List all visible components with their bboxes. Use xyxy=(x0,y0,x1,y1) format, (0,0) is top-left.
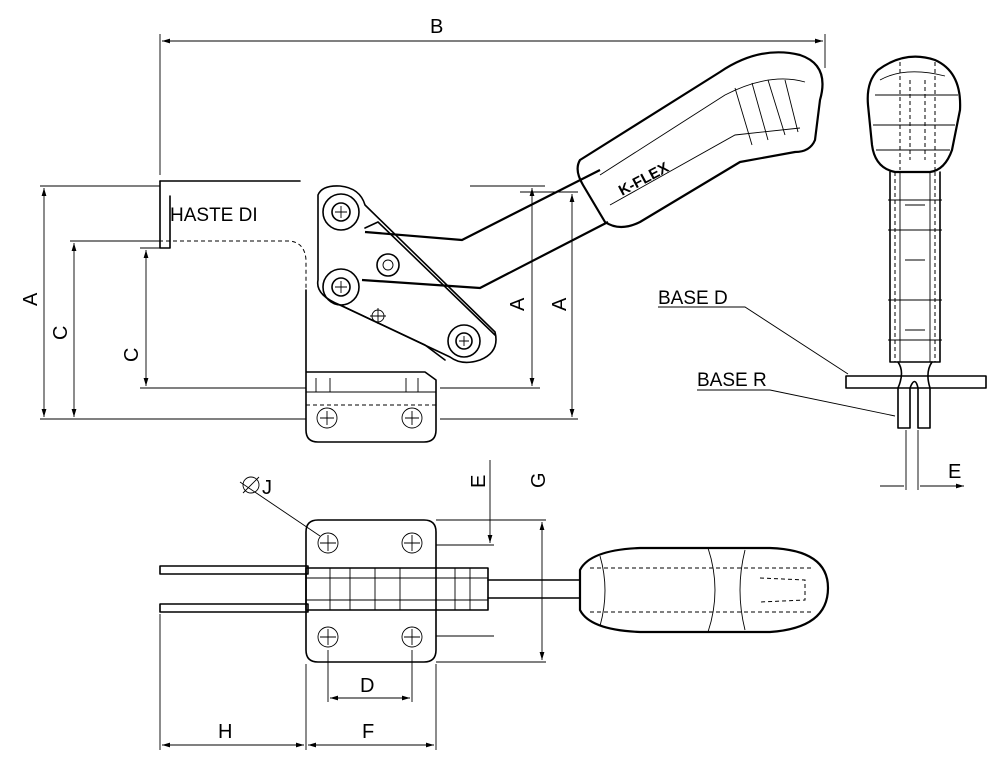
pivot-lever xyxy=(376,253,400,277)
link-plate xyxy=(316,185,497,364)
handle-logo-text: K-FLEX xyxy=(616,159,672,199)
label-g: G xyxy=(528,472,550,488)
clamp-arm-hidden-line xyxy=(75,240,307,290)
dim-hf-extension xyxy=(159,614,437,750)
label-e-side: E xyxy=(948,461,961,483)
side-body xyxy=(889,171,941,363)
lever-bottom-edge xyxy=(361,221,609,290)
top-grip-hidden xyxy=(590,567,812,613)
label-base-r: BASE R xyxy=(697,370,767,391)
top-base-plate xyxy=(305,519,437,663)
dim-b-extension xyxy=(159,34,826,175)
side-grip xyxy=(866,55,962,174)
side-base-r xyxy=(897,361,933,429)
pivot-small xyxy=(370,308,386,324)
top-lever xyxy=(487,579,581,599)
dim-d-extension xyxy=(327,650,413,702)
handle-grip: K-FLEX xyxy=(576,51,824,229)
side-grip-hidden xyxy=(899,62,936,170)
top-body-lines xyxy=(306,568,488,610)
label-a-outer: A xyxy=(20,292,42,306)
base-hole-marks xyxy=(320,411,419,425)
label-b: B xyxy=(430,16,443,38)
lever-top-edge xyxy=(364,169,601,242)
side-body-marks xyxy=(888,199,942,341)
base-hole-right xyxy=(401,407,423,429)
dim-extensions-left xyxy=(40,185,306,420)
label-f: F xyxy=(362,721,374,743)
dim-g-extension xyxy=(436,519,546,663)
base-details xyxy=(315,378,419,392)
label-c-inner: C xyxy=(121,348,143,362)
label-d: D xyxy=(360,675,374,697)
dim-e-side-extension xyxy=(905,430,919,490)
label-base-d: BASE D xyxy=(658,288,728,309)
side-grip-lines xyxy=(873,71,958,151)
side-hidden xyxy=(894,172,936,362)
leader-base-d xyxy=(658,306,849,375)
top-spindle-lower xyxy=(159,603,309,613)
spindle-end xyxy=(159,180,171,249)
leader-j xyxy=(239,481,321,537)
pivot-upper xyxy=(322,193,360,231)
base-plate-line xyxy=(305,372,436,393)
label-e-top: E xyxy=(468,475,490,488)
base-hole-left xyxy=(316,407,338,429)
base-body xyxy=(305,289,437,443)
dim-extensions-right xyxy=(440,185,578,420)
label-c-outer: C xyxy=(50,326,72,340)
label-a-right: A xyxy=(549,297,571,311)
top-spindle-upper xyxy=(159,565,309,575)
link-edge xyxy=(364,221,496,336)
label-haste: HASTE DI xyxy=(170,205,258,226)
label-a-mid: A xyxy=(507,297,529,311)
dim-e-top-extension xyxy=(436,544,494,637)
label-h: H xyxy=(218,721,232,743)
top-holes xyxy=(317,532,423,648)
side-body-inner xyxy=(899,172,931,362)
link-lower-edge xyxy=(339,304,446,361)
top-grip xyxy=(578,546,830,634)
pivot-link-end xyxy=(447,324,481,358)
pivot-middle xyxy=(322,268,360,306)
top-body xyxy=(305,567,489,611)
side-view: E BASE D BASE R xyxy=(658,55,987,490)
leader-base-r xyxy=(697,389,896,417)
diameter-symbol xyxy=(242,476,260,494)
top-grip-lines xyxy=(599,547,746,633)
label-j: J xyxy=(262,477,272,499)
top-view: E G J D H F xyxy=(159,460,830,750)
